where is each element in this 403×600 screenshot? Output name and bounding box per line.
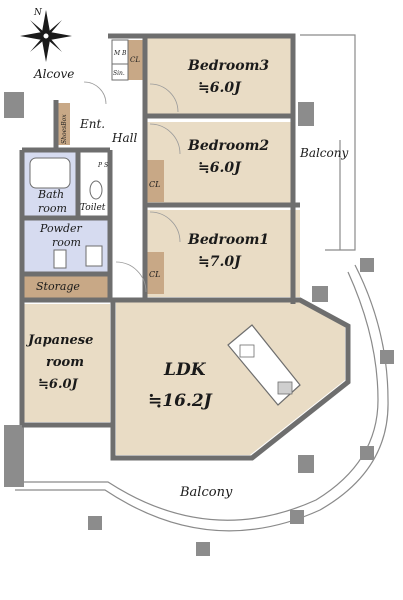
closet-bedroom3	[128, 40, 144, 80]
storage-label: Storage	[36, 280, 80, 293]
bedroom2-area	[145, 122, 293, 204]
bedroom1-area	[145, 210, 300, 297]
powder-label-1: Powder	[39, 222, 83, 235]
bedroom3-area	[145, 38, 293, 116]
door-swings	[83, 81, 181, 293]
bedroom2-size: ≒6.0J	[198, 160, 242, 176]
kitchen-counter	[227, 324, 301, 406]
hall-label: Hall	[111, 131, 137, 145]
bedroom1-name: Bedroom1	[187, 232, 269, 248]
toilet-label: Toilet	[80, 203, 106, 213]
japanese-room-area	[22, 304, 110, 422]
compass-north-label: N	[33, 8, 43, 18]
bedroom2-name: Bedroom2	[187, 138, 269, 154]
ps-label: P S	[97, 162, 108, 169]
balcony-bottom-rail	[22, 271, 379, 521]
walls	[19, 33, 351, 461]
closet-label-bedroom1: CL	[149, 270, 160, 279]
bedroom3-size: ≒6.0J	[198, 80, 242, 96]
powder-label-2: room	[52, 236, 81, 249]
pillars	[4, 92, 394, 556]
closet-label-bedroom2: CL	[149, 180, 160, 189]
sin-label: Sin.	[113, 70, 125, 77]
mb-label: M B	[113, 50, 127, 57]
alcove-label: Alcove	[33, 67, 74, 81]
japanese-name-2: room	[46, 355, 84, 370]
closet-bedroom1	[146, 252, 164, 294]
bedroom3-name: Bedroom3	[187, 58, 269, 74]
compass-rose-icon	[20, 10, 72, 62]
shoes-box-area	[56, 103, 70, 145]
room-fills	[22, 38, 345, 455]
closet-label-bedroom3: CL	[130, 56, 140, 64]
ldk-size: ≒16.2J	[148, 391, 213, 411]
bath-fixtures	[29, 157, 103, 269]
balcony-right-label: Balcony	[299, 146, 348, 160]
balcony-right-outline	[300, 34, 356, 251]
bedroom1-size: ≒7.0J	[198, 254, 242, 270]
japanese-size: ≒6.0J	[38, 377, 79, 392]
bath-label-2: room	[38, 202, 67, 215]
entrance-label: Ent.	[79, 117, 105, 131]
shoes-box-label: ShoesBox	[61, 114, 68, 144]
bath-label-1: Bath	[37, 188, 64, 201]
storage-area	[22, 274, 110, 298]
sin-box	[111, 63, 129, 81]
balcony-bottom-label: Balcony	[179, 485, 233, 500]
closet-bedroom2	[146, 160, 164, 202]
ldk-area	[116, 300, 345, 455]
ldk-name: LDK	[163, 360, 207, 380]
balcony-bottom-outline	[15, 264, 389, 532]
japanese-name-1: Japanese	[25, 333, 93, 348]
